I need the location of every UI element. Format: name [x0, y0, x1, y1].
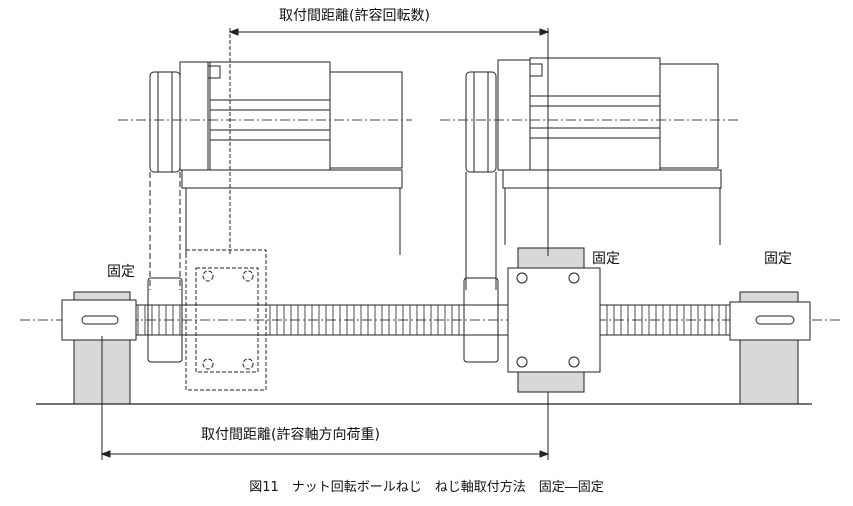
right-end-support	[729, 291, 811, 405]
fixed-label-left-nut: 固定	[107, 264, 135, 280]
bottom-dimension-line	[100, 336, 550, 460]
screw-shaft	[62, 304, 800, 336]
figure-caption: 図11 ナット回転ボールねじ ねじ軸取付方法 固定―固定	[249, 480, 604, 495]
left-motor-assembly	[149, 61, 403, 290]
fixed-label-right-nut: 固定	[592, 251, 620, 267]
fixed-label-right-end: 固定	[764, 251, 792, 267]
left-end-support	[61, 291, 137, 405]
left-nut-housing	[185, 28, 267, 391]
right-nut-housing	[463, 28, 601, 393]
center-lines	[20, 119, 840, 321]
top-dimension-label: 取付間距離(許容回転数)	[279, 8, 430, 24]
bottom-dimension-label: 取付間距離(許容軸方向荷重)	[201, 427, 380, 443]
left-pulley-on-nut	[147, 277, 183, 363]
top-dimension-line	[228, 28, 550, 36]
right-motor-assembly	[465, 57, 722, 290]
